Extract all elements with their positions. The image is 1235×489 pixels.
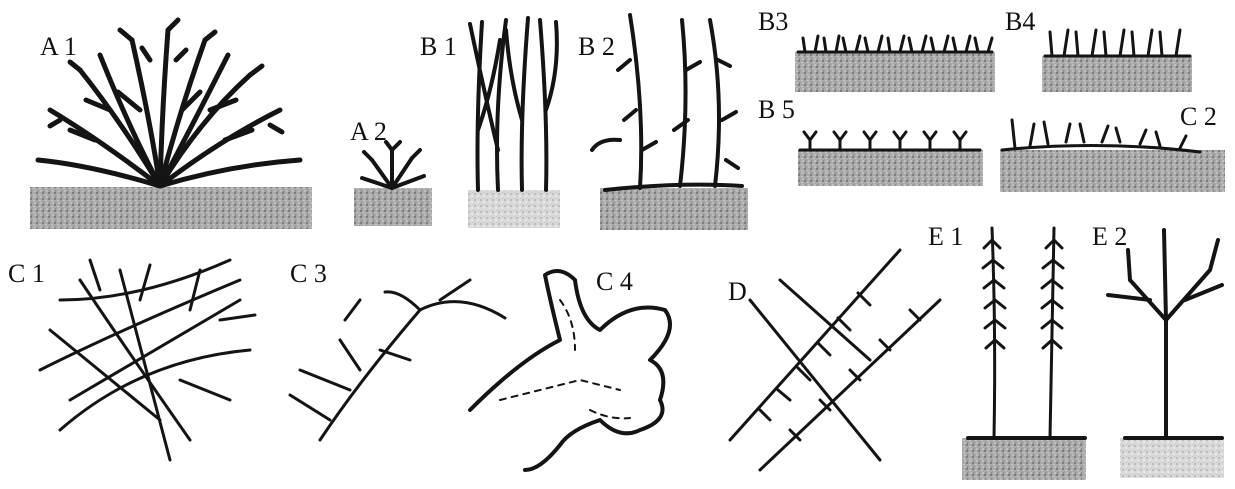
label-b5: B 5 — [758, 95, 795, 124]
substrate-b3 — [795, 52, 995, 92]
label-b2: B 2 — [578, 32, 615, 61]
substrate-e2 — [1120, 438, 1224, 478]
colony-c2 — [1002, 120, 1200, 152]
colony-c4 — [470, 271, 670, 470]
substrate-b4 — [1042, 56, 1192, 92]
substrate-a2 — [354, 188, 432, 226]
colony-b1 — [470, 18, 557, 190]
colony-b4 — [1045, 30, 1190, 56]
label-a1: A 1 — [40, 32, 77, 61]
label-c1: C 1 — [8, 259, 45, 288]
substrate-e1 — [962, 438, 1086, 480]
colony-e1 — [968, 228, 1085, 438]
substrate-b1 — [468, 190, 560, 228]
label-b3: B3 — [758, 7, 788, 36]
colony-c1 — [40, 260, 255, 460]
label-e1: E 1 — [928, 222, 963, 251]
substrate-b5 — [798, 150, 983, 186]
colony-b5 — [800, 132, 980, 150]
colony-a2 — [362, 142, 424, 188]
label-e2: E 2 — [1092, 222, 1127, 251]
label-a2: A 2 — [350, 117, 387, 146]
label-d: D — [728, 277, 747, 306]
colony-e2 — [1108, 230, 1222, 438]
label-b1: B 1 — [420, 32, 457, 61]
substrate-a1 — [30, 187, 312, 229]
label-c4: C 4 — [596, 267, 633, 296]
colony-d — [730, 250, 940, 470]
substrate-b2 — [600, 188, 748, 230]
colony-c3 — [290, 280, 505, 440]
substrate-c2 — [1000, 150, 1225, 192]
label-c3: C 3 — [290, 259, 327, 288]
label-c2: C 2 — [1180, 102, 1217, 131]
colony-b3 — [798, 36, 992, 52]
colony-a1 — [38, 20, 300, 186]
label-b4: B4 — [1005, 7, 1035, 36]
